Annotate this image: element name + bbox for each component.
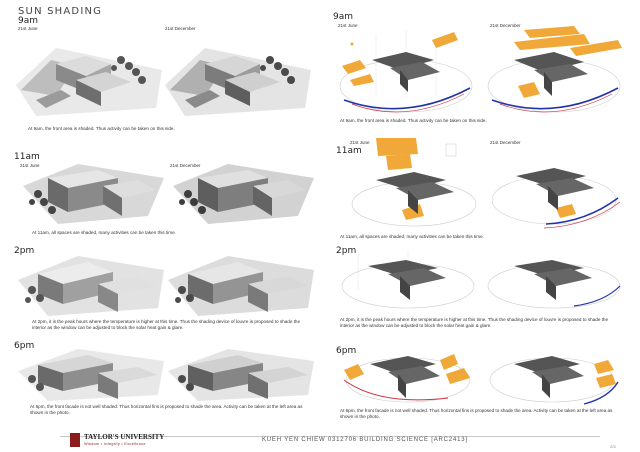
- caption-11am-right: At 11am, all spaces are shaded, many act…: [340, 234, 484, 239]
- caption-2pm-right: At 2pm, it is the peak hours where the t…: [340, 317, 609, 328]
- caption-6pm-right: At 6pm, the front facade is not well sha…: [340, 408, 613, 419]
- caption-9am-right: At 9am, the front area is shaded. Thus a…: [340, 118, 487, 123]
- university-tagline: Wisdom • Integrity • Excellence: [84, 442, 146, 446]
- time-label-6pm-right: 6pm: [336, 346, 357, 356]
- date-label-december: 21st December: [170, 163, 201, 168]
- render-2pm-december: [168, 250, 314, 318]
- page-number: 2/3: [610, 444, 616, 449]
- time-label-9am-left: 9am: [18, 16, 39, 26]
- time-label-11am-left: 11am: [14, 152, 40, 162]
- render-6pm-june: [18, 345, 164, 403]
- render-11am-december: [168, 156, 314, 226]
- date-label-june: 21st June: [18, 26, 38, 31]
- sunpath-6pm-december: [484, 350, 620, 408]
- sunpath-11am-december: [486, 138, 622, 230]
- author-credit: KUEH YEN CHIEW 0312706 BUILDING SCIENCE …: [262, 437, 468, 443]
- render-11am-june: [18, 156, 164, 226]
- render-9am-december: [165, 30, 311, 120]
- time-label-9am-right: 9am: [333, 12, 354, 22]
- sunpath-6pm-june: [340, 350, 476, 408]
- caption-2pm-left: At 2pm, it is the peak hours where the t…: [32, 319, 301, 330]
- time-label-2pm-left: 2pm: [14, 246, 35, 256]
- sunpath-2pm-december: [484, 250, 624, 314]
- date-label-december: 21st December: [490, 23, 521, 28]
- date-label-june: 21st June: [20, 163, 40, 168]
- time-label-11am-right: 11am: [336, 146, 362, 156]
- sunpath-9am-june: [336, 26, 476, 118]
- sunpath-9am-december: [484, 26, 624, 118]
- date-label-december: 21st December: [165, 26, 196, 31]
- render-6pm-december: [168, 345, 314, 403]
- caption-9am-left: At 9am, the front area is shaded. Thus a…: [28, 126, 175, 131]
- time-label-6pm-left: 6pm: [14, 341, 35, 351]
- page-title: SUN SHADING: [18, 6, 103, 17]
- time-label-2pm-right: 2pm: [336, 246, 357, 256]
- sunpath-11am-june: [346, 138, 482, 230]
- sunpath-2pm-june: [338, 250, 478, 314]
- footer-divider: [60, 436, 600, 437]
- university-logo: [70, 433, 80, 447]
- date-label-december: 21st December: [490, 140, 521, 145]
- render-9am-june: [16, 30, 162, 120]
- caption-11am-left: At 11am, all spaces are shaded, many act…: [32, 230, 176, 235]
- date-label-june: 21st June: [338, 23, 358, 28]
- date-label-june: 21st June: [350, 140, 370, 145]
- caption-6pm-left: At 6pm, the front facade is not well sha…: [30, 404, 303, 415]
- university-name: TAYLOR'S UNIVERSITY: [84, 433, 165, 441]
- render-2pm-june: [18, 250, 164, 318]
